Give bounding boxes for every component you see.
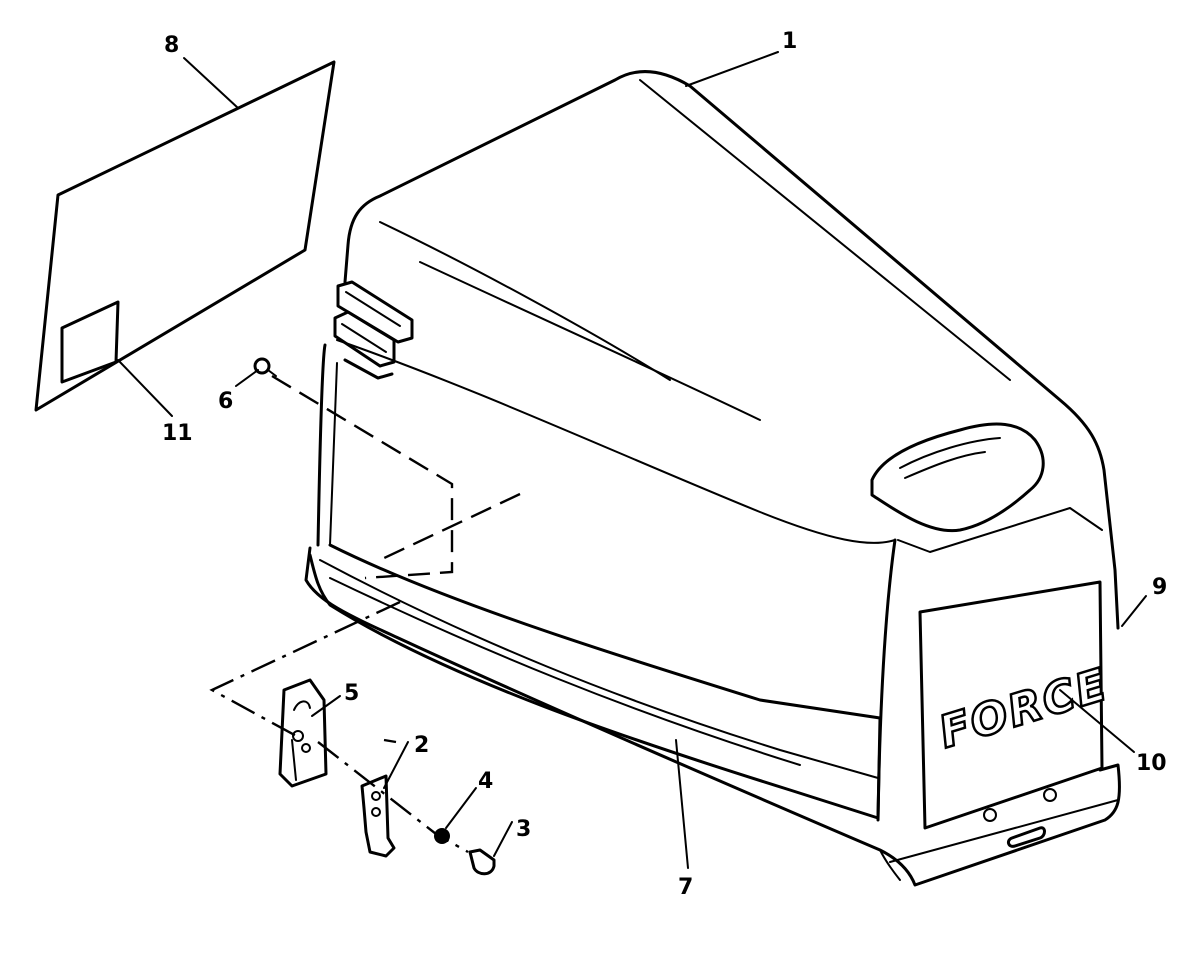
cowl-vent-louvers [333, 280, 414, 380]
leader-3 [493, 821, 513, 857]
leader-11 [117, 359, 173, 417]
part-7-front-panel [308, 543, 882, 822]
callout-labels: 1 8 11 6 9 10 7 5 2 4 3 [162, 29, 1167, 900]
callout-11: 11 [162, 421, 193, 446]
leader-5 [311, 695, 341, 717]
part-11-small-decal [60, 300, 120, 384]
part-5-bracket [278, 678, 328, 788]
callout-4: 4 [478, 769, 493, 794]
callout-5: 5 [344, 681, 359, 706]
part-4-washer [434, 828, 450, 844]
leader-4 [445, 787, 477, 829]
leader-8 [183, 57, 239, 109]
part-3-bolt [468, 848, 496, 876]
callout-2: 2 [414, 733, 429, 758]
part-6-screw [253, 357, 277, 377]
leader-2 [383, 741, 409, 789]
force-logo-text: FORCE [933, 659, 1114, 759]
leader-6 [235, 369, 259, 387]
callout-6: 6 [218, 389, 233, 414]
leader-7 [675, 739, 689, 869]
phantom-lines [209, 374, 521, 854]
part-10-force-logo: FORCE [932, 658, 1116, 760]
leader-1 [685, 51, 779, 87]
callout-1: 1 [782, 29, 797, 54]
leader-9 [1121, 595, 1147, 627]
leader-lines [117, 51, 1147, 869]
leader-10 [1059, 689, 1135, 753]
part-2-latch [360, 774, 396, 858]
callout-7: 7 [678, 875, 693, 900]
part-8-decal-panel [34, 60, 336, 412]
part-1-top-cowl [316, 70, 1120, 820]
callout-9: 9 [1152, 575, 1167, 600]
cowl-bottom-skirt [304, 546, 1121, 887]
callout-10: 10 [1136, 751, 1167, 776]
callout-8: 8 [164, 33, 179, 58]
callout-3: 3 [516, 817, 531, 842]
